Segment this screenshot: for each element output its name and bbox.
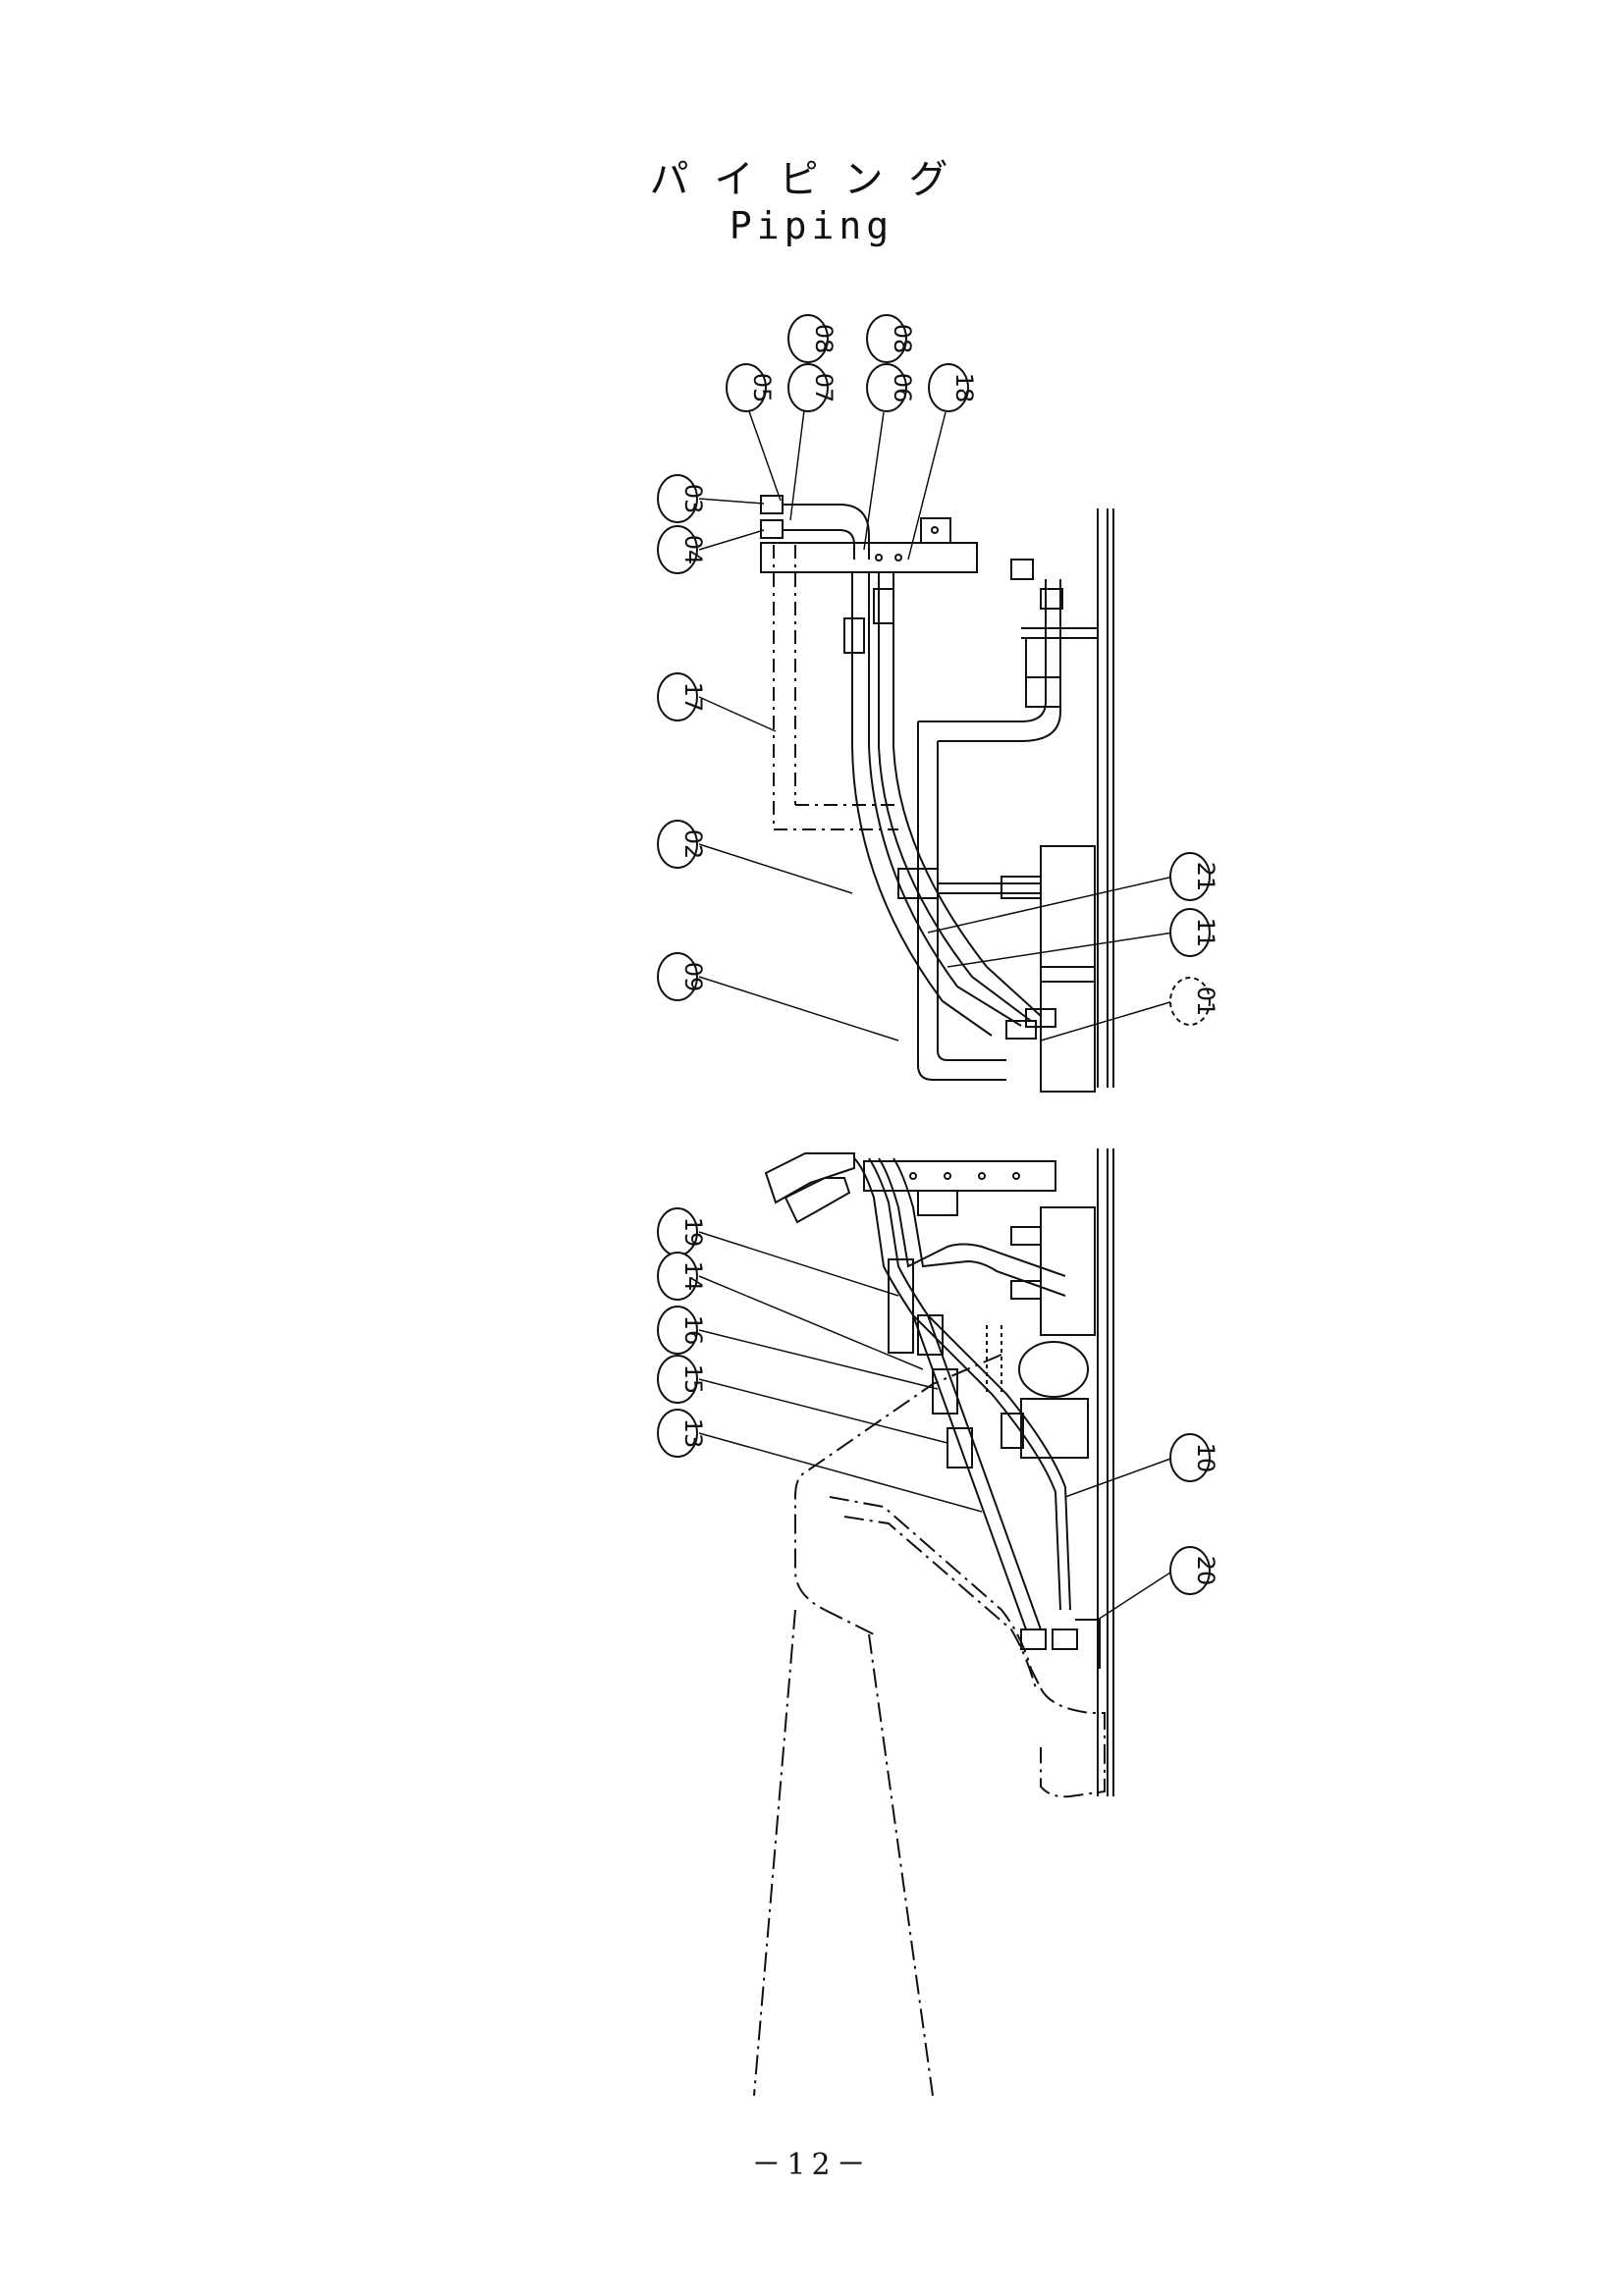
- callout-02: 02: [679, 829, 707, 860]
- plate-19: [888, 1258, 914, 1354]
- callout-19: 19: [679, 1217, 707, 1248]
- callout-21: 21: [1192, 862, 1219, 892]
- callout-bubble: [928, 363, 969, 412]
- pipe-13: [853, 1157, 1027, 1630]
- bracket-20: [1075, 1619, 1101, 1669]
- callout-05: 05: [748, 373, 776, 403]
- callout-16: 16: [679, 1315, 707, 1346]
- callout-bubble: [657, 1306, 698, 1355]
- callout-15: 15: [679, 1364, 707, 1395]
- callout-01: 01: [1192, 987, 1219, 1017]
- callout-bubble: [657, 525, 698, 574]
- callout-bubble: [657, 672, 698, 721]
- page-title-japanese: パイピング: [649, 157, 974, 202]
- callout-bubble: [657, 952, 698, 1001]
- callout-03: 03: [679, 484, 707, 514]
- callout-bubble: [657, 1409, 698, 1458]
- callout-bubble: [657, 474, 698, 523]
- frame-outline: [753, 1354, 1106, 2097]
- callout-bubble: [866, 314, 907, 363]
- callout-bubble: [657, 1355, 698, 1404]
- callout-bubble: [787, 363, 829, 412]
- block-11: [1040, 845, 1096, 1093]
- callout-07: 07: [810, 373, 838, 403]
- callout-bubble: [1169, 1546, 1211, 1595]
- tube-21: [917, 721, 1006, 1081]
- callout-bubble: [1169, 977, 1211, 1026]
- callout-bubble: [1169, 1433, 1211, 1482]
- callout-bubble: [1169, 852, 1211, 901]
- pipe-10: [878, 1157, 1066, 1277]
- callout-10: 10: [1192, 1443, 1219, 1473]
- page-number: －12－: [751, 2148, 872, 2182]
- callout-14: 14: [679, 1261, 707, 1292]
- callout-08-b: 08: [889, 324, 916, 354]
- callout-bubble: [1169, 908, 1211, 957]
- callout-20: 20: [1192, 1556, 1219, 1586]
- callout-18: 18: [950, 373, 978, 403]
- hose-02-a: [851, 572, 993, 1037]
- callout-bubble: [726, 363, 767, 412]
- callout-11: 11: [1192, 918, 1219, 948]
- callout-13: 13: [679, 1418, 707, 1449]
- callout-17: 17: [679, 682, 707, 713]
- page-title-english: Piping: [729, 204, 894, 247]
- callout-bubble: [866, 363, 907, 412]
- bracket-17: [773, 545, 898, 830]
- callout-09: 09: [679, 962, 707, 992]
- callout-08-a: 08: [810, 324, 838, 354]
- fitting-04: [760, 519, 784, 539]
- callout-bubble: [787, 314, 829, 363]
- callout-bubble: [657, 820, 698, 869]
- callout-bubble: [657, 1252, 698, 1301]
- callout-04: 04: [679, 535, 707, 565]
- callout-06: 06: [889, 373, 916, 403]
